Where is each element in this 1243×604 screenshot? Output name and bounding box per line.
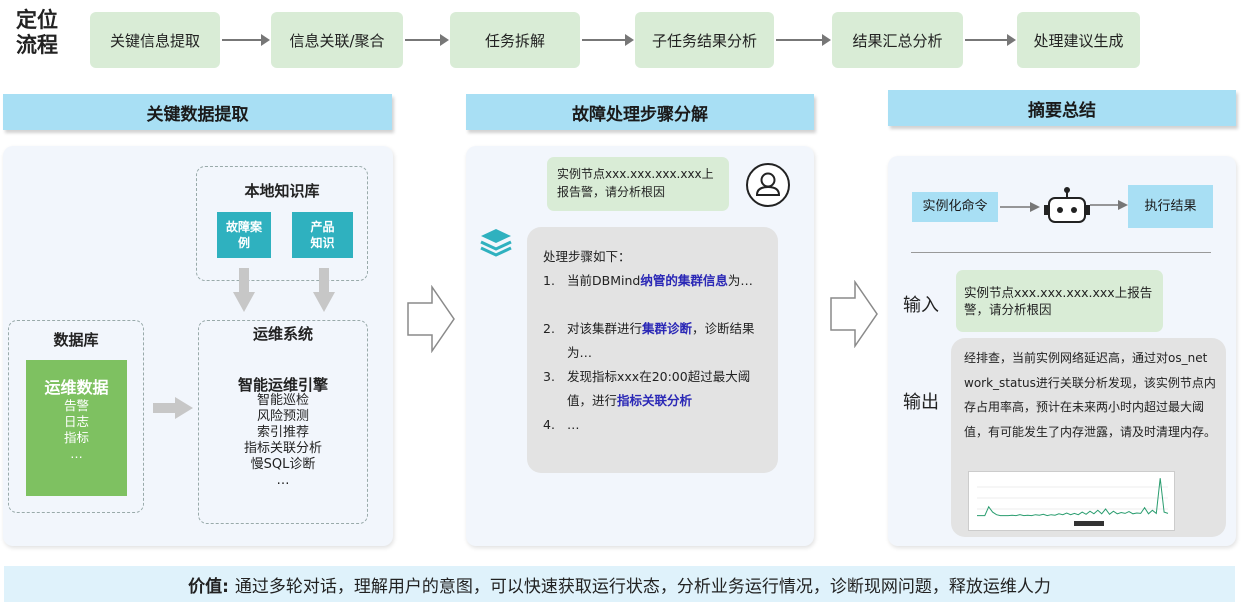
assistant-reply-bubble [527,227,778,473]
flow-step-6: 处理建议生成 [1017,12,1140,68]
flow-step-1: 关键信息提取 [90,12,220,68]
section-header-key-data: 关键数据提取 [3,94,392,130]
user-message-bubble: 实例节点xxx.xxx.xxx.xxx上报告警，请分析根因 [547,157,729,211]
flow-arrow-4 [776,34,831,46]
engine-feature: 指标关联分析 [243,441,322,456]
flow-step-5: 结果汇总分析 [832,12,963,68]
engine-feature: 智能巡检 [256,393,309,408]
ops-data-item: 告警 [63,398,89,413]
section-header-fault-steps: 故障处理步骤分解 [466,94,814,130]
ops-system-title: 运维系统 [252,325,313,343]
kb-item-product-knowledge: 产品 知识 [292,212,353,258]
engine-title: 智能运维引擎 [237,376,328,394]
ops-data-title: 运维数据 [44,378,109,397]
flow-step-3: 任务拆解 [450,12,580,68]
reply-intro: 处理步骤如下： [543,249,631,264]
value-text: 通过多轮对话，理解用户的意图，可以快速获取运行状态，分析业务运行情况，诊断现网问… [234,576,1051,597]
divider [911,252,1211,253]
engine-feature: 索引推荐 [256,425,309,440]
step-number: 1. [543,273,555,288]
step-text: … [567,417,580,432]
right-arrow-icon [153,397,193,419]
reply-step: 2. 对该集群进行集群诊断，诊断结果为… [543,317,763,365]
kb-item-fault-cases: 故障案 例 [217,212,271,258]
input-label: 输入 [903,295,939,316]
engine-feature: 慢SQL诊断 [250,457,316,472]
robot-icon [1044,187,1090,223]
output-text: 经排查，当前实例网络延迟高，通过对os_network_status进行关联分析… [964,351,1217,439]
metric-chart [968,471,1175,531]
knowledge-base-title: 本地知识库 [244,182,320,200]
flow-step-4: 子任务结果分析 [635,12,774,68]
engine-feature: … [276,473,290,488]
right-arrow-icon [1000,202,1040,212]
instantiate-command-box: 实例化命令 [912,192,998,222]
flow-arrow-1 [222,34,270,46]
step-text: 对该集群进行集群诊断，诊断结果为… [567,321,755,360]
flow-arrow-2 [405,34,449,46]
ops-data-item: 指标 [63,430,89,445]
reply-step: 4. … [543,413,763,437]
engine-feature: 风险预测 [256,409,309,424]
hollow-right-arrow-icon [407,285,455,353]
input-bubble: 实例节点xxx.xxx.xxx.xxx上报告警，请分析根因 [956,270,1163,332]
dbmind-logo-icon [480,229,512,257]
step-number: 2. [543,321,555,336]
flow-arrow-3 [582,34,634,46]
ops-data-item: … [70,446,83,461]
ops-system-box [198,320,368,524]
database-box [8,320,144,513]
hollow-right-arrow-icon [830,280,878,348]
ops-data-block: 运维数据 告警 日志 指标 … [26,360,127,496]
down-arrow-icon [313,268,335,312]
value-label: 价值: [188,576,229,597]
ops-data-item: 日志 [63,414,89,429]
right-arrow-icon [1090,200,1128,210]
value-statement: 价值: 通过多轮对话，理解用户的意图，可以快速获取运行状态，分析业务运行情况，诊… [4,566,1235,602]
down-arrow-icon [233,268,255,312]
flow-arrow-5 [965,34,1016,46]
reply-step: 1. 当前DBMind纳管的集群信息为… [543,269,763,293]
output-label: 输出 [903,392,939,413]
metric-chart-svg [977,478,1169,526]
step-text: 发现指标xxx在20:00超过最大阈值，进行指标关联分析 [567,369,751,408]
reply-step: 3. 发现指标xxx在20:00超过最大阈值，进行指标关联分析 [543,365,763,413]
user-avatar-icon [746,163,790,207]
step-number: 3. [543,369,555,384]
section-header-summary: 摘要总结 [888,90,1236,126]
execution-result-box: 执行结果 [1128,185,1213,228]
step-number: 4. [543,417,555,432]
engine-feature-list: 智能巡检 风险预测 索引推荐 指标关联分析 慢SQL诊断 … [198,393,368,489]
flow-title: 定位 流程 [16,8,58,57]
chart-series-line [977,478,1169,517]
step-text: 当前DBMind纳管的集群信息为… [567,273,753,288]
chart-tooltip-marker [1074,521,1104,526]
flow-step-2: 信息关联/聚合 [271,12,403,68]
database-title: 数据库 [53,331,99,349]
knowledge-base-box [196,166,368,281]
